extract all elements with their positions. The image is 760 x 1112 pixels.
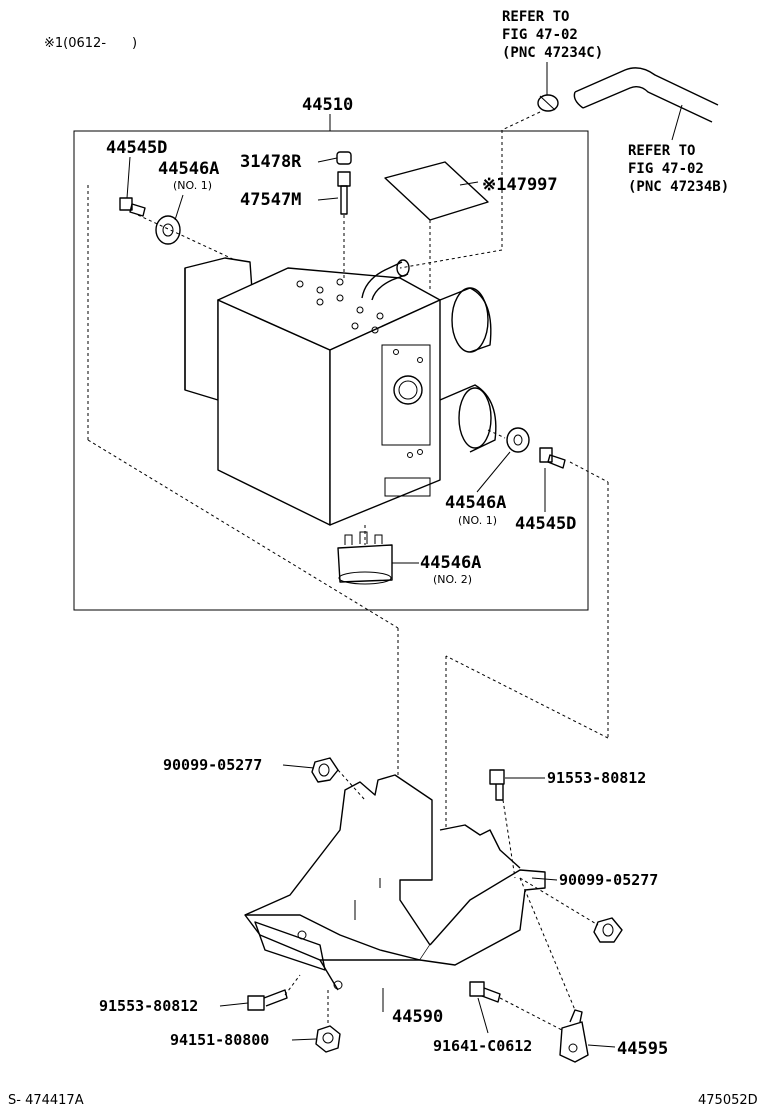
label-44546A-mid-note: (NO. 1) [458, 514, 497, 527]
label-94151: 94151-80800 [170, 1031, 269, 1049]
refer-right: REFER TO FIG 47-02 (PNC 47234B) [628, 104, 729, 195]
bleeder-47547M-icon [337, 171, 351, 215]
cap-31478R-icon [336, 151, 352, 165]
bracket-44590-icon [244, 774, 546, 991]
header-note: ※1(0612- ) [44, 36, 137, 51]
nut-90099-left-icon [311, 757, 339, 783]
label-44546A-top: 44546A [158, 159, 219, 179]
bolt-91553-left-icon [247, 989, 288, 1011]
svg-text:FIG 47-02: FIG 47-02 [628, 161, 704, 177]
label-90099-right: 90099-05277 [559, 871, 658, 889]
grommet-44546A-bot-icon [337, 531, 393, 585]
abs-actuator-icon [184, 257, 497, 526]
grommet-44546A-top-icon [155, 215, 181, 245]
footer-right: 475052D [698, 1093, 758, 1108]
svg-text:REFER TO: REFER TO [628, 143, 695, 159]
brake-hose [537, 67, 719, 123]
bolt-91641-icon [469, 981, 501, 1003]
refer-top: REFER TO FIG 47-02 (PNC 47234C) [502, 9, 603, 95]
footer-left: S- 474417A [8, 1093, 84, 1108]
svg-text:FIG 47-02: FIG 47-02 [502, 27, 578, 43]
label-31478R: 31478R [240, 152, 302, 172]
label-91553-left: 91553-80812 [99, 997, 198, 1015]
label-44546A-mid: 44546A [445, 493, 506, 513]
label-44545D-top: 44545D [106, 138, 167, 158]
bracket-44595-icon [559, 1009, 589, 1063]
label-47547M: 47547M [240, 190, 301, 210]
label-44595: 44595 [617, 1039, 668, 1059]
bolt-44545D-top-icon [119, 197, 146, 217]
nut-94151-icon [315, 1025, 341, 1053]
label-44590: 44590 [392, 1007, 443, 1027]
label-147997-icon [384, 161, 489, 221]
label-90099-left: 90099-05277 [163, 756, 262, 774]
label-44545D-mid: 44545D [515, 514, 576, 534]
label-147997: ※147997 [482, 175, 558, 195]
label-44546A-bot: 44546A [420, 553, 481, 573]
assembly-frame [73, 130, 589, 611]
svg-text:REFER TO: REFER TO [502, 9, 569, 25]
label-44546A-top-note: (NO. 1) [173, 179, 212, 192]
label-91553-right: 91553-80812 [547, 769, 646, 787]
bolt-44545D-mid-icon [539, 447, 566, 469]
nut-90099-right-icon [593, 917, 623, 943]
bolt-91553-right-icon [489, 769, 505, 801]
hose-clamp-icon [537, 94, 559, 112]
hose-dash [501, 111, 541, 131]
assembly-label: 44510 [302, 95, 353, 115]
svg-text:(PNC 47234B): (PNC 47234B) [628, 179, 729, 195]
label-44546A-bot-note: (NO. 2) [433, 573, 472, 586]
svg-text:(PNC 47234C): (PNC 47234C) [502, 45, 603, 61]
label-91641: 91641-C0612 [433, 1037, 532, 1055]
grommet-44546A-mid-icon [506, 427, 530, 453]
